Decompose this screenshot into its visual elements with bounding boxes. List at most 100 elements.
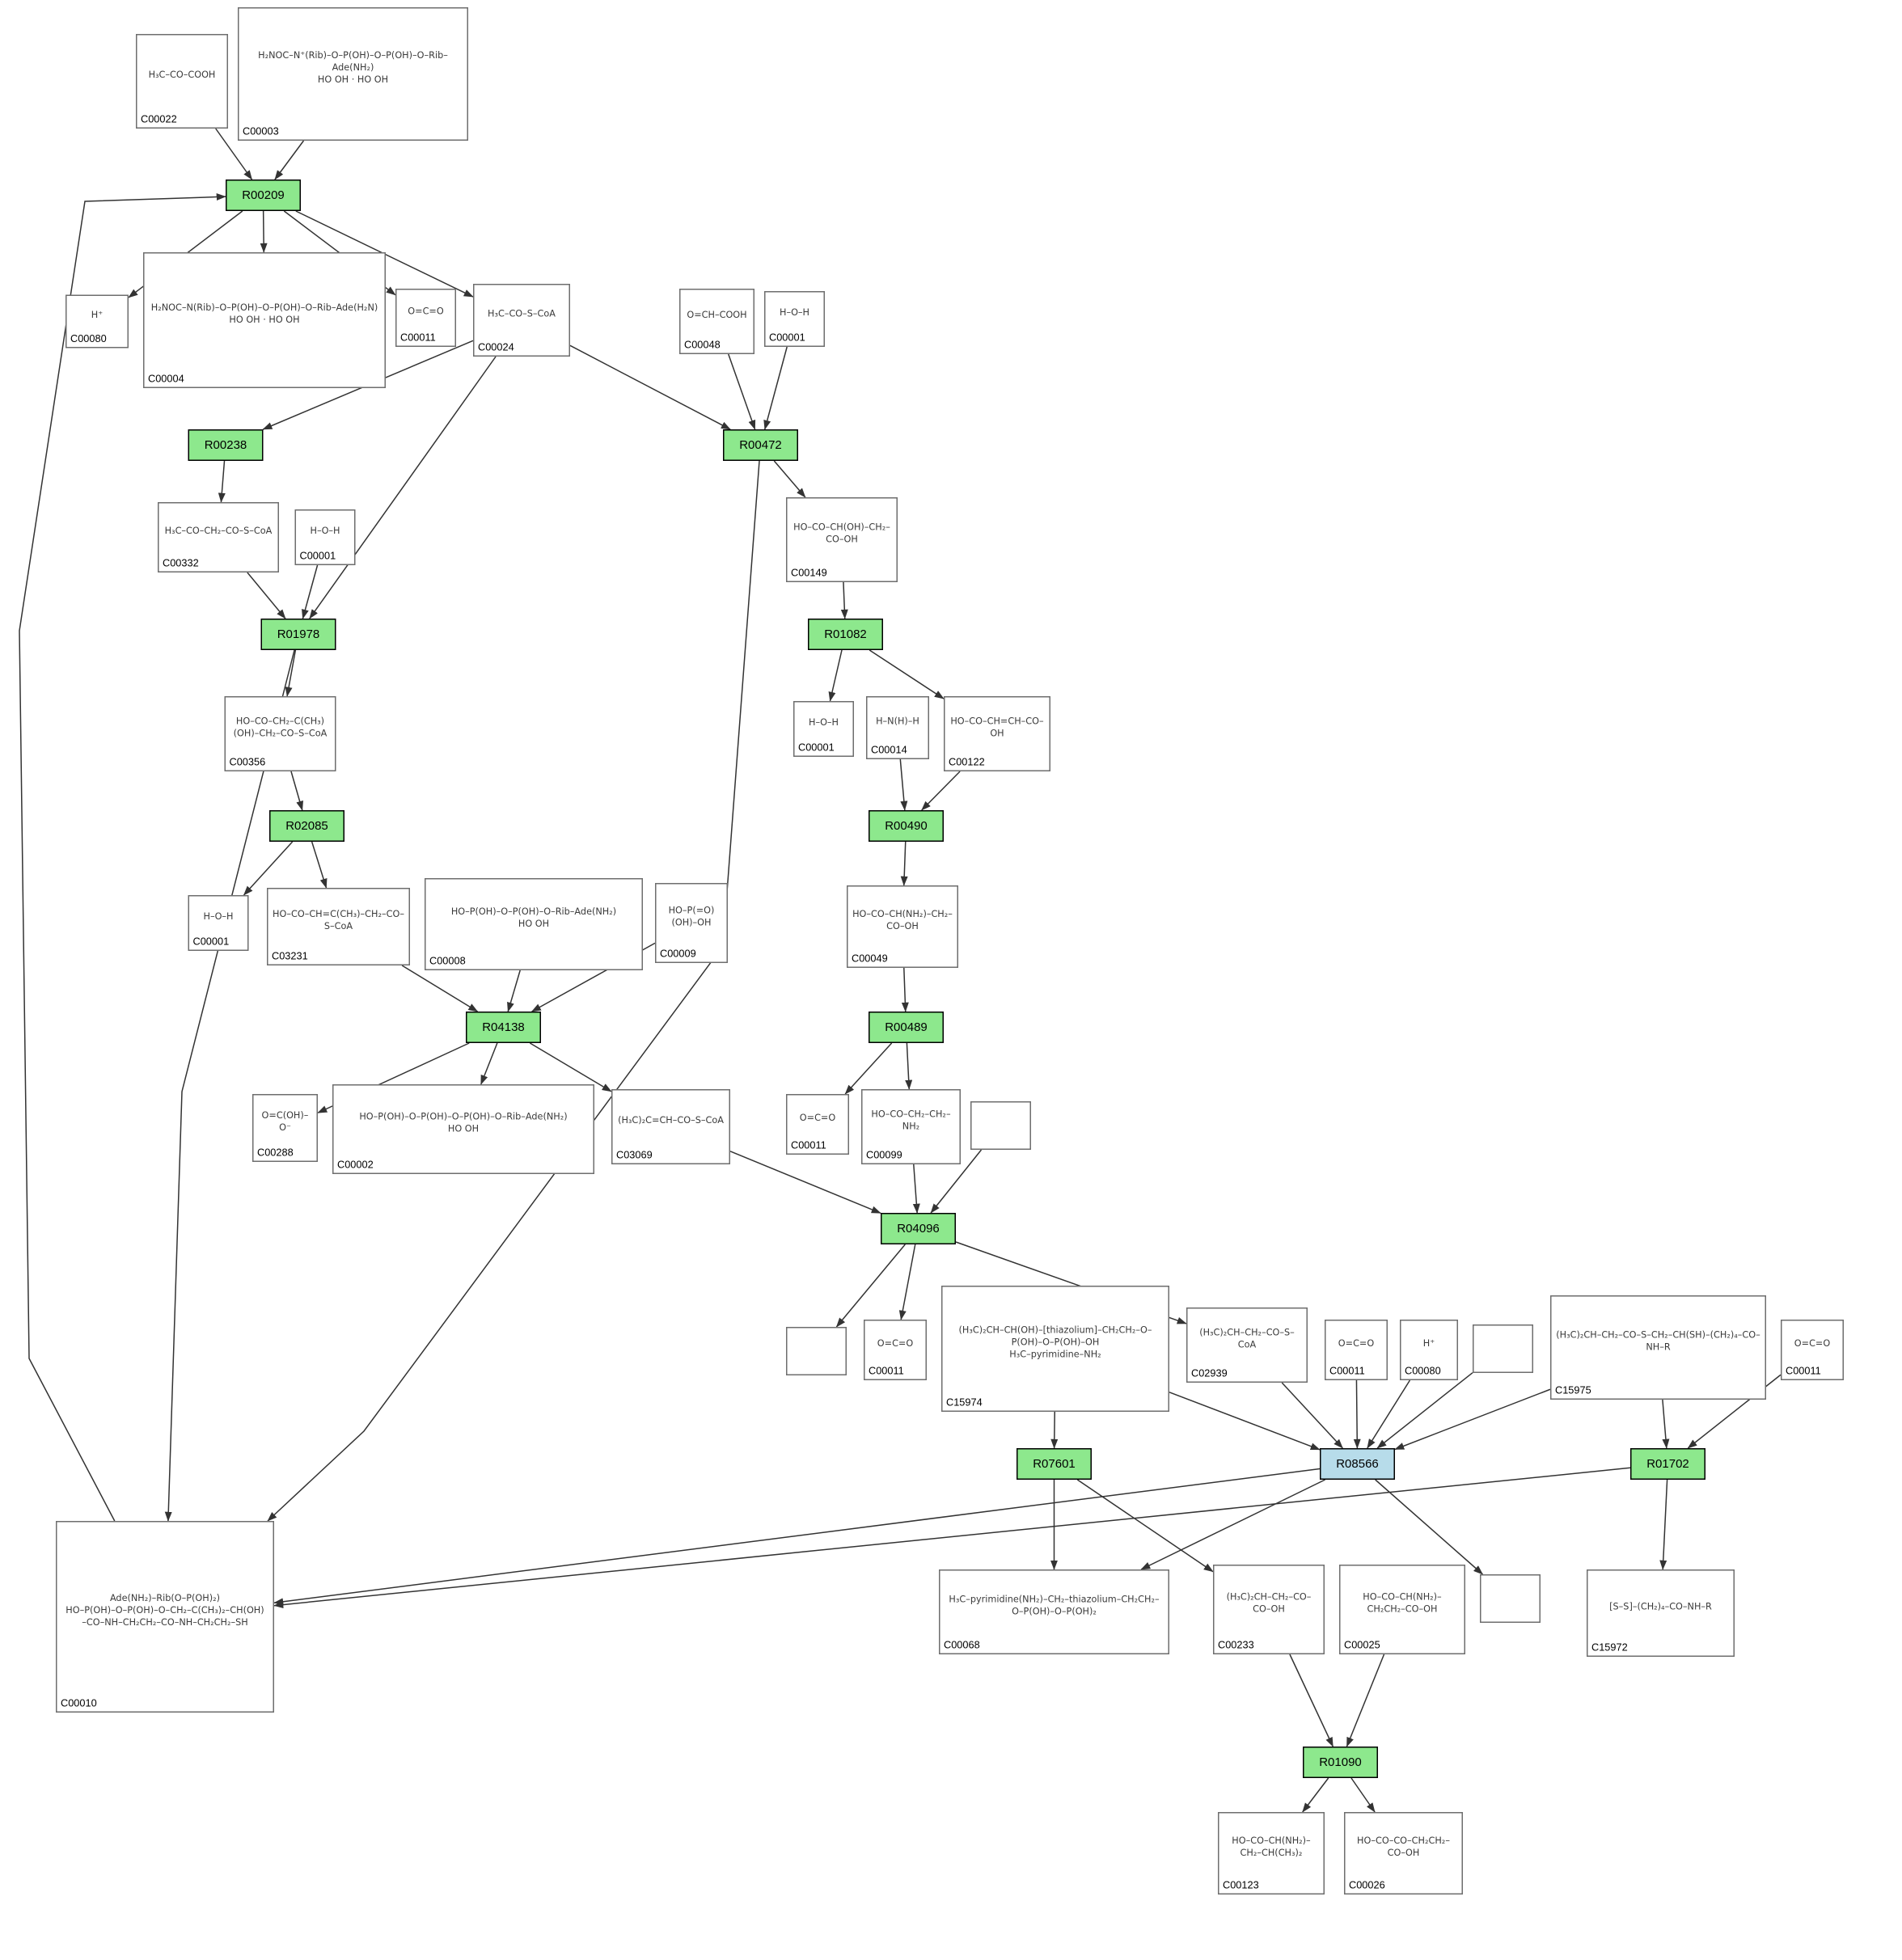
compound-C00356[interactable]: HO–CO–CH₂–C(CH₃)(OH)–CH₂–CO–S–CoA C00356 <box>224 696 336 771</box>
compound-C00014[interactable]: H–N(H)–H C00014 <box>866 696 929 759</box>
edge-r04138-to-c03069 <box>529 1042 612 1092</box>
compound-C15975[interactable]: (H₃C)₂CH–CH₂–CO–S–CH₂–CH(SH)–(CH₂)₄–CO–N… <box>1550 1295 1766 1400</box>
compound-structure: (H₃C)₂C=CH–CO–S–CoA <box>618 1114 724 1126</box>
reaction-R04096[interactable]: R04096 <box>881 1213 956 1244</box>
reaction-R01978[interactable]: R01978 <box>260 619 336 650</box>
reaction-R04138[interactable]: R04138 <box>466 1012 541 1043</box>
compound-C00080[interactable]: H⁺C00080 <box>66 294 129 348</box>
compound-structure: O=C=O <box>877 1337 914 1349</box>
compound-C00002[interactable]: HO–P(OH)–O–P(OH)–O–P(OH)–O–Rib–Ade(NH₂) … <box>332 1084 594 1174</box>
compound-structure: HO–CO–CH(OH)–CH₂–CO–OH <box>793 521 890 545</box>
compound-C15974[interactable]: (H₃C)₂CH–CH(OH)–[thiazolium]–CH₂CH₂–O–P(… <box>941 1286 1169 1412</box>
reaction-R08566[interactable]: R08566 <box>1320 1448 1395 1480</box>
compound-C00068[interactable]: H₃C–pyrimidine(NH₂)–CH₂–thiazolium–CH₂CH… <box>939 1569 1169 1654</box>
empty-compound-box <box>970 1101 1031 1150</box>
reaction-R01082[interactable]: R01082 <box>808 619 883 650</box>
compound-C03069[interactable]: (H₃C)₂C=CH–CO–S–CoA C03069 <box>611 1089 730 1164</box>
edge-r08566-to-c00068 <box>1140 1479 1325 1570</box>
compound-structure: HO–CO–CH(NH₂)–CH₂–CH(CH₃)₂ <box>1232 1835 1311 1858</box>
compound-structure: O=C=O <box>799 1112 836 1123</box>
reaction-R00490[interactable]: R00490 <box>869 810 944 842</box>
compound-C00004[interactable]: H₂NOC–N(Rib)–O–P(OH)–O–P(OH)–O–Rib–Ade(H… <box>143 252 386 388</box>
edge-c00099-to-r04096 <box>912 1164 920 1214</box>
compound-structure: O=C=O <box>408 305 444 317</box>
reaction-R00238[interactable]: R00238 <box>188 429 264 461</box>
compound-structure: O=CH–COOH <box>687 309 747 320</box>
compound-C00233[interactable]: (H₃C)₂CH–CH₂–CO–CO–OH C00233 <box>1213 1565 1325 1654</box>
edge-r00489-to-c00099 <box>905 1042 913 1090</box>
reaction-R02085[interactable]: R02085 <box>269 810 344 842</box>
compound-C00080[interactable]: H⁺C00080 <box>1400 1320 1458 1380</box>
compound-structure: HO–CO–CH=CH–CO–OH <box>950 715 1044 739</box>
edge-r04096-to-c00011d <box>898 1244 916 1320</box>
compound-C00288[interactable]: O=C(OH)–O⁻C00288 <box>252 1094 318 1162</box>
compound-id: C00022 <box>141 112 177 125</box>
edge-r01702-to-c00010 <box>273 1467 1631 1609</box>
compound-id: C00002 <box>337 1158 374 1171</box>
compound-id: C00332 <box>163 556 199 569</box>
compound-C00048[interactable]: O=CH–COOH C00048 <box>679 289 754 354</box>
edge-c00011e-to-r08566 <box>1353 1379 1361 1449</box>
compound-C00026[interactable]: HO–CO–CO–CH₂CH₂–CO–OH C00026 <box>1344 1812 1463 1895</box>
compound-C00011[interactable]: O=C=O C00011 <box>786 1094 849 1155</box>
edge-r00472-to-c00149 <box>773 460 806 498</box>
compound-structure: H₂NOC–N(Rib)–O–P(OH)–O–P(OH)–O–Rib–Ade(H… <box>150 302 378 325</box>
edge-r01082-to-c00001d <box>828 649 843 702</box>
compound-C00003[interactable]: H₂NOC–N⁺(Rib)–O–P(OH)–O–P(OH)–O–Rib–Ade(… <box>238 7 468 141</box>
compound-structure: HO–CO–CO–CH₂CH₂–CO–OH <box>1357 1835 1450 1858</box>
compound-id: C00011 <box>791 1138 826 1151</box>
compound-structure: Ade(NH₂)–Rib(O–P(OH)₂) HO–P(OH)–O–P(OH)–… <box>66 1592 264 1628</box>
compound-structure: H–N(H)–H <box>876 715 919 727</box>
reaction-R00489[interactable]: R00489 <box>869 1012 944 1043</box>
compound-structure: (H₃C)₂CH–CH₂–CO–CO–OH <box>1226 1590 1312 1615</box>
edge-c00233-to-r01090 <box>1289 1654 1334 1747</box>
edge-c00001b-to-r01978 <box>302 564 319 619</box>
compound-id: C00149 <box>791 566 827 579</box>
compound-id: C00014 <box>871 743 907 756</box>
compound-structure: H⁺ <box>91 309 104 320</box>
reaction-R01702[interactable]: R01702 <box>1630 1448 1705 1480</box>
edge-r02085-to-c00001c <box>243 841 294 896</box>
compound-id: C00356 <box>229 755 266 768</box>
edge-r04138-to-c00002 <box>480 1042 498 1085</box>
reaction-R01090[interactable]: R01090 <box>1303 1747 1378 1778</box>
edge-r04096-to-blank2 <box>835 1244 906 1328</box>
reaction-R07601[interactable]: R07601 <box>1017 1448 1092 1480</box>
compound-structure: HO–CO–CH₂–C(CH₃)(OH)–CH₂–CO–S–CoA <box>233 715 328 739</box>
compound-id: C00233 <box>1218 1638 1254 1651</box>
compound-structure: O=C=O <box>1794 1337 1831 1349</box>
compound-id: C00026 <box>1349 1878 1385 1891</box>
compound-id: C00001 <box>299 549 336 562</box>
compound-structure: H–O–H <box>808 716 839 728</box>
reaction-R00472[interactable]: R00472 <box>723 429 798 461</box>
compound-id: C00048 <box>684 338 721 351</box>
edge-c00025-to-r01090 <box>1346 1654 1385 1747</box>
compound-id: C03069 <box>616 1148 653 1161</box>
compound-C00149[interactable]: HO–CO–CH(OH)–CH₂–CO–OH C00149 <box>786 497 898 582</box>
compound-C00010[interactable]: Ade(NH₂)–Rib(O–P(OH)₂) HO–P(OH)–O–P(OH)–… <box>56 1521 274 1713</box>
edge-c00356-to-r02085 <box>290 771 304 811</box>
compound-structure: O=C=O <box>1338 1337 1375 1349</box>
reaction-R00209[interactable]: R00209 <box>226 180 301 211</box>
